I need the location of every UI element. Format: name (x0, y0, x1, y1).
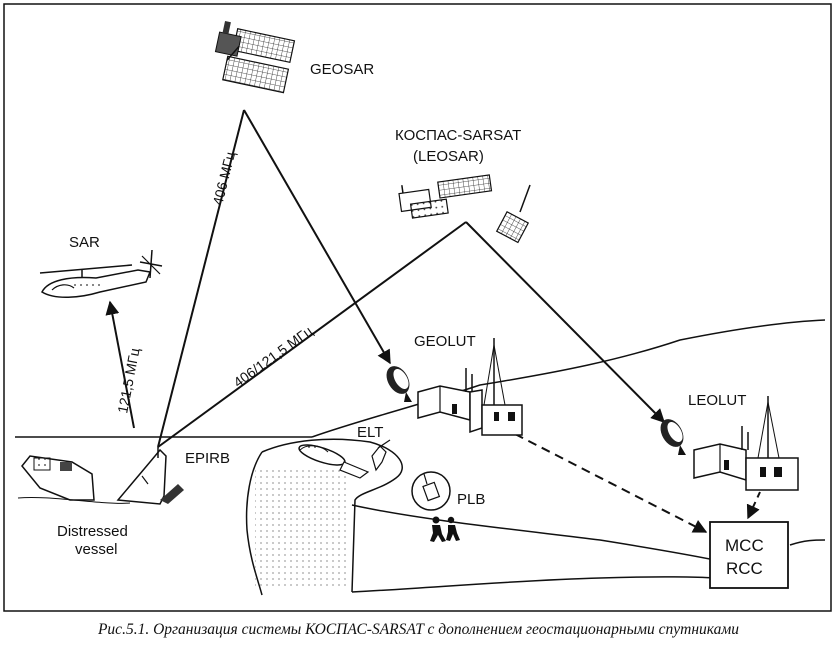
leosar-label: (LEOSAR) (413, 148, 484, 165)
geosar-satellite-icon (214, 20, 296, 94)
link-geosar-geolut (243, 109, 391, 365)
leolut-label: LEOLUT (688, 392, 746, 409)
leolut-station-icon (660, 396, 799, 491)
mcc-rcc-box (709, 521, 789, 589)
elt-label: ELT (357, 424, 383, 441)
geosar-label: GEOSAR (310, 61, 374, 78)
signal-links (105, 109, 761, 533)
freq-406-121-label: 406/121,5 МГц (230, 323, 315, 391)
link-epirb-sar (105, 300, 135, 429)
mcc-label: MCC (725, 536, 764, 555)
link-epirb-leosar (157, 221, 467, 448)
plb-beacon-icon (411, 471, 451, 511)
leosar-satellite-icon (398, 174, 493, 219)
cospas-label: КОСПАС-SARSAT (395, 127, 521, 144)
figure-frame (3, 3, 832, 612)
capsized-vessel-icon (17, 448, 184, 505)
freq-121-label: 121,5 МГц (114, 347, 142, 415)
figure-caption: Рис.5.1. Организация системы КОСПАС-SARS… (97, 621, 740, 638)
land-texture (255, 470, 350, 588)
sar-label: SAR (69, 234, 100, 251)
geolut-station-icon (386, 338, 523, 436)
geolut-label: GEOLUT (414, 333, 476, 350)
link-geolut-mcc (514, 433, 708, 533)
small-satellite-icon (495, 184, 531, 244)
people-icon (430, 516, 460, 542)
plb-label: PLB (457, 491, 485, 508)
link-epirb-geosar (157, 109, 245, 448)
link-leosar-leolut (465, 221, 665, 423)
coastline (245, 319, 826, 596)
distressed-label-line1: Distressed (57, 523, 128, 540)
epirb-label: EPIRB (185, 450, 230, 467)
sar-helicopter-icon (39, 249, 163, 298)
freq-406-label: 406 МГц (209, 150, 238, 207)
link-leolut-mcc (746, 491, 761, 520)
distressed-label-line2: vessel (75, 541, 118, 558)
elt-aircraft-icon (298, 439, 391, 479)
rcc-label: RCC (726, 559, 763, 578)
